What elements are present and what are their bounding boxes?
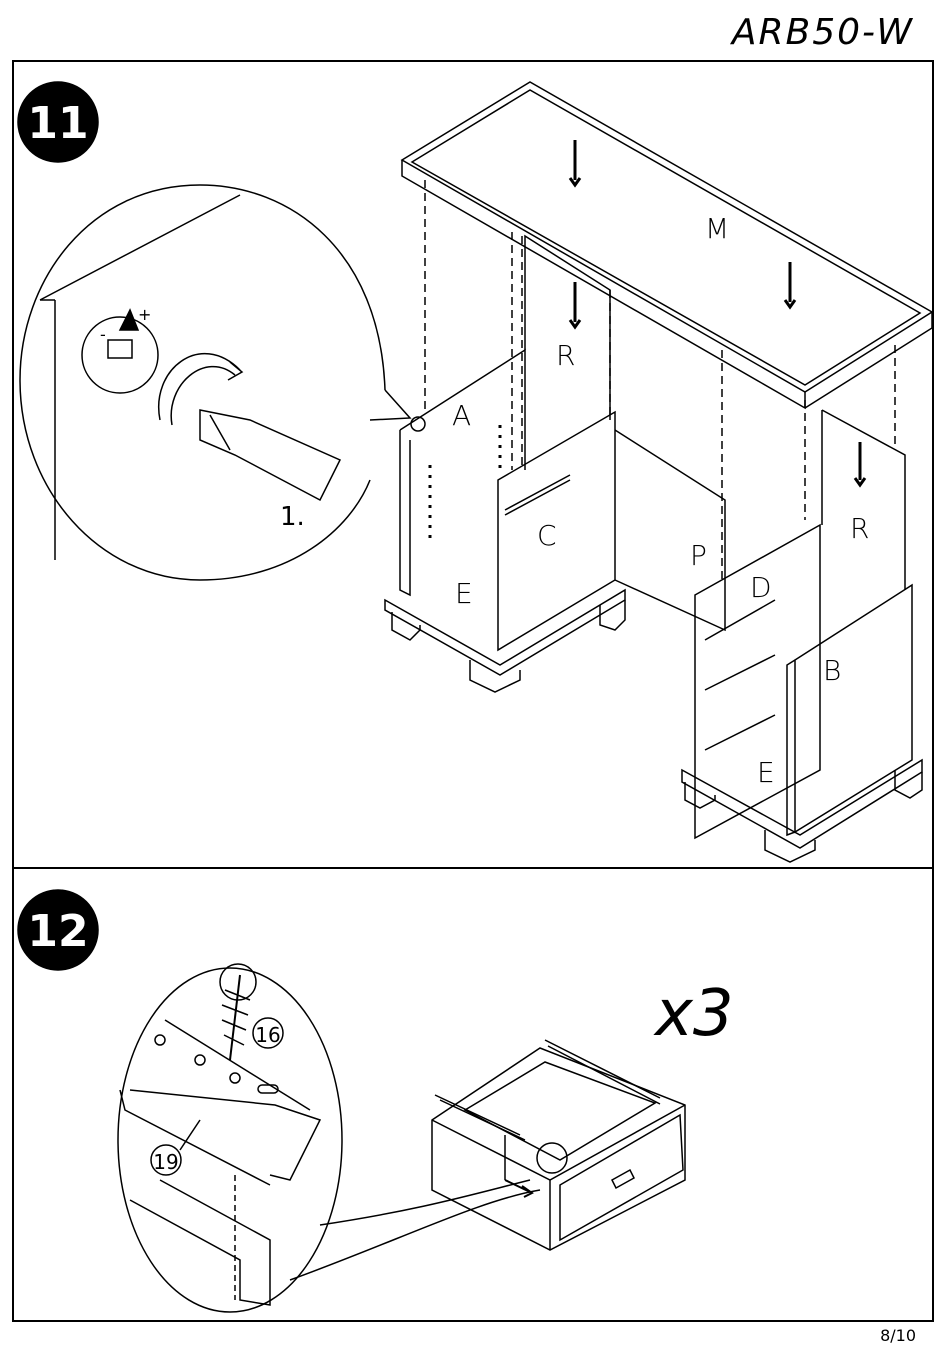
step-11-badge: 11	[18, 82, 98, 162]
label-e-right: E	[757, 756, 775, 789]
rail-detail-ellipse: 16 19	[118, 964, 540, 1312]
label-a: A	[452, 399, 471, 432]
label-m: M	[705, 212, 729, 245]
label-r-right: R	[850, 512, 869, 545]
drawer-assembly	[432, 1040, 685, 1250]
label-p: P	[690, 539, 707, 572]
part-16-label: 16	[255, 1023, 280, 1047]
step-12-badge: 12	[18, 890, 98, 970]
multiplier-label: x3	[653, 977, 734, 1051]
part-labels: M R R A C P D B E E	[452, 212, 869, 789]
label-c: C	[537, 519, 557, 552]
detail-note: 1.	[280, 502, 305, 532]
right-cabinet	[682, 410, 922, 862]
step-12-number: 12	[27, 906, 88, 957]
label-e-left: E	[455, 577, 473, 610]
svg-text:-: -	[100, 325, 106, 344]
label-b: B	[823, 654, 841, 687]
part-19-label: 19	[153, 1150, 178, 1174]
top-panel-m	[402, 82, 932, 485]
step-11-number: 11	[27, 98, 88, 149]
screw-detail-circle: - + 1.	[20, 185, 410, 580]
label-d: D	[750, 571, 772, 604]
label-r-left: R	[556, 339, 575, 372]
left-cabinet	[385, 236, 725, 692]
svg-text:+: +	[138, 305, 151, 324]
